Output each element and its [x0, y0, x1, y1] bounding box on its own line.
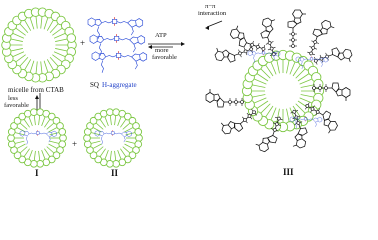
- micelle-top-left: [1, 7, 77, 83]
- atp-label: ATP: [155, 32, 167, 39]
- plus-sign-bottom: +: [72, 139, 78, 149]
- pi-pi-label-2: interaction: [198, 10, 227, 17]
- h-aggregate-label: H-aggregate: [102, 81, 137, 89]
- product-i-label: I: [35, 168, 39, 178]
- atp-molecule-6: [312, 82, 351, 101]
- atp-molecule-1: [229, 25, 266, 53]
- atp-molecule-8: [290, 109, 308, 149]
- atp-molecule-5: [313, 47, 353, 65]
- sq-dye-on-micelle-iii-2: [289, 116, 323, 129]
- micelle-product-i: [7, 108, 67, 168]
- dye-in-micelle-i: [19, 130, 57, 145]
- less-favorable-label-2: favorable: [4, 102, 29, 109]
- product-ii-label: II: [111, 168, 119, 178]
- more-favorable-label-1: more: [155, 47, 169, 54]
- atp-molecule-3: [287, 9, 306, 48]
- micelle-product-ii: [83, 108, 143, 168]
- sq-dye-3: [91, 51, 148, 73]
- atp-molecule-11: [205, 89, 244, 108]
- equilibrium-arrow-atp: [148, 42, 185, 49]
- atp-molecule-12: [214, 45, 254, 63]
- sq-dye-on-micelle-iii-1: [247, 50, 281, 63]
- pi-pi-arrow: [205, 20, 223, 30]
- micelle-product-iii: [241, 49, 325, 133]
- pi-pi-label-1: π−π: [205, 3, 216, 10]
- atp-molecule-10: [220, 108, 257, 135]
- diagram-canvas: micelle from CTAB + SQ H-aggregate ATP m…: [1, 3, 353, 178]
- atp-molecule-4: [307, 19, 335, 56]
- product-iii-label: III: [283, 167, 294, 177]
- sq-dye-1: [87, 17, 144, 39]
- dye-in-micelle-ii: [94, 130, 132, 145]
- reaction-scheme: [1, 7, 353, 168]
- less-favorable-label-1: less: [8, 95, 18, 102]
- micelle-label: micelle from CTAB: [8, 86, 64, 94]
- plus-sign-top: +: [80, 38, 86, 48]
- atp-molecule-9: [255, 116, 283, 153]
- sq-label: SQ: [90, 81, 99, 89]
- atp-molecule-7: [305, 102, 338, 134]
- more-favorable-label-2: favorable: [152, 54, 177, 61]
- sq-dye-on-micelle-iii-3: [295, 56, 329, 69]
- atp-molecule-2: [260, 17, 278, 57]
